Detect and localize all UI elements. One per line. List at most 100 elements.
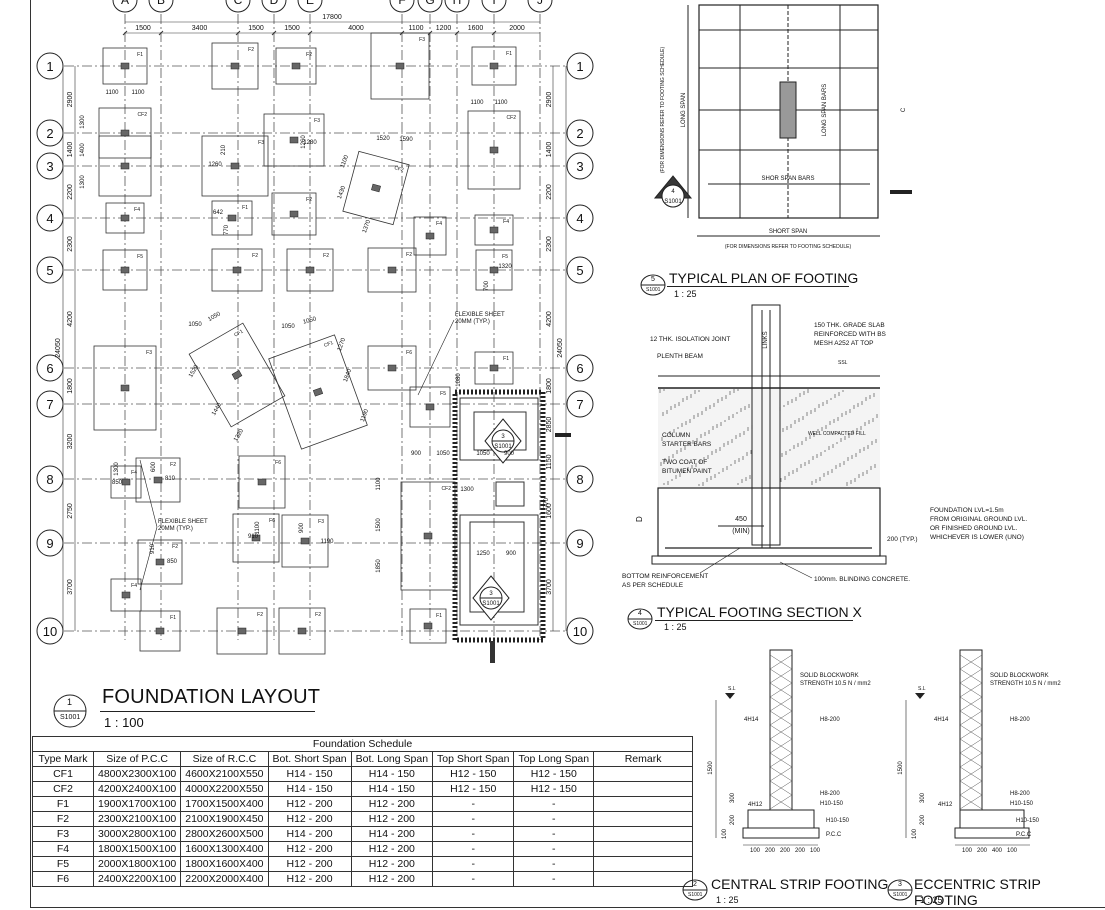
fill-dot [799, 395, 801, 397]
schedule-cell: H12 - 150 [513, 766, 595, 782]
fill-dot [804, 464, 806, 466]
fill-dot [831, 469, 833, 471]
section-mark [555, 433, 571, 437]
fill-dot [862, 472, 864, 474]
footing-label: F1 [170, 615, 176, 621]
plan-mark [890, 190, 912, 194]
block-hatch [769, 724, 793, 740]
block-hatch [769, 682, 793, 698]
fill-dot [724, 420, 726, 422]
fill-dot [666, 412, 668, 414]
footing-outline [281, 514, 329, 568]
lbl-found-4: WHICHEVER IS LOWER (UNO) [930, 534, 1024, 541]
block-hatch [769, 794, 793, 810]
grid-label-right: 6 [576, 361, 583, 376]
fill-dot [844, 438, 846, 440]
fill-dot [851, 457, 853, 459]
fill-dot [850, 482, 852, 484]
fill-dot [801, 443, 803, 445]
grid-bubble-right [566, 52, 594, 80]
note-leader-b [139, 459, 158, 528]
fill-dot [664, 460, 666, 462]
leader-bottom [699, 547, 741, 574]
fill-dot [659, 391, 661, 393]
fill-dot [683, 471, 685, 473]
fill-dot [835, 467, 837, 469]
fill-dot [712, 426, 714, 428]
dim-misc: 1100 [340, 154, 350, 169]
fill-dot [742, 456, 744, 458]
grid-bubble-x [417, 0, 443, 13]
fill-dot [666, 410, 668, 412]
footing: CF2 [467, 110, 521, 190]
fill-dot [861, 403, 863, 405]
fill-dot [720, 424, 722, 426]
fill-dot [719, 447, 721, 449]
lbl-plinth: PLENTH BEAM [657, 353, 703, 360]
section-detail-sheet: S1001 [633, 621, 648, 627]
blockwork [959, 649, 983, 811]
note-flexible: FLEXIBLE SHEET [455, 312, 505, 318]
dim-top: 1600 [468, 25, 484, 32]
note-flexible-2: 20MM (TYP.) [455, 319, 490, 325]
block-hatch [769, 696, 793, 712]
fill-dot [791, 399, 793, 401]
footing-label: F3 [314, 118, 320, 124]
lbl-300: 300 [730, 792, 736, 803]
fill-dot [662, 412, 664, 414]
blockwork [769, 649, 793, 811]
footing-outline [367, 247, 417, 293]
column-stub [489, 266, 499, 274]
column-stub [120, 62, 130, 70]
footing-outline [413, 216, 447, 256]
footing-label: F3 [318, 519, 324, 525]
fill-dot [853, 407, 855, 409]
lbl-min: (MIN) [732, 528, 750, 535]
lbl-column-1: COLUMN [662, 432, 690, 439]
fill-dot [794, 420, 796, 422]
footing-outline [367, 345, 417, 391]
fill-dot [714, 476, 716, 478]
fill-dot [851, 455, 853, 457]
fill-dot [812, 456, 814, 458]
column-stub [120, 266, 130, 274]
fill-dot [842, 390, 844, 392]
lbl-h10: H10-150 [820, 801, 844, 807]
fill-dot [740, 410, 742, 412]
fill-dot [696, 440, 698, 442]
fill-dot [732, 416, 734, 418]
footing-label: CF1 [233, 328, 244, 338]
fill-dot [872, 420, 874, 422]
block-hatch [769, 738, 793, 754]
footing-outline [211, 248, 263, 292]
fill-dot [705, 407, 707, 409]
fill-dot [743, 433, 745, 435]
schedule-cell: H12 - 200 [350, 856, 434, 872]
long-bars-label: LONG SPAN BARS [822, 84, 828, 137]
fill-dot [868, 420, 870, 422]
dim-tick [454, 30, 460, 36]
schedule-header-cell: Remark [593, 751, 694, 767]
lbl-pcc: P.C.C [826, 832, 842, 838]
schedule-cell [593, 826, 694, 842]
dim-top: 2000 [509, 25, 525, 32]
footing: F4 [110, 465, 142, 499]
fill-dot [822, 402, 824, 404]
footing-outline [286, 248, 334, 292]
dim-misc: 1300 [114, 462, 120, 476]
fill-dot [815, 481, 817, 483]
footing: F5 [475, 249, 513, 291]
footing-label: F1 [242, 205, 248, 211]
footing-label: F3 [146, 350, 152, 356]
fill-dot [806, 414, 808, 416]
dim-top: 3400 [192, 25, 208, 32]
lbl-found-1: FOUNDATION LVL=1.5m [930, 507, 1004, 514]
fill-dot [692, 440, 694, 442]
fill-dot [874, 464, 876, 466]
fill-dot [792, 470, 794, 472]
fill-dot [694, 390, 696, 392]
grid-label-x: J [537, 0, 543, 7]
